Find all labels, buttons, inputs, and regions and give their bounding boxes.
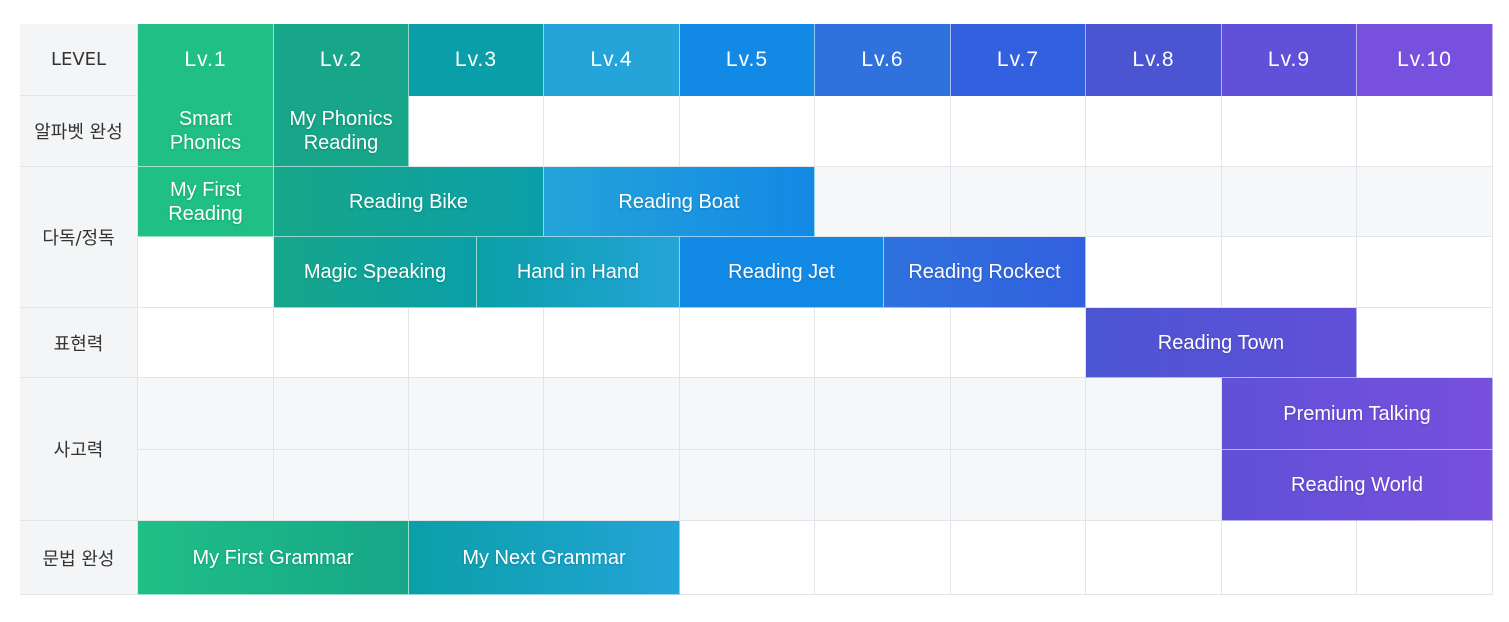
program-hand-in-hand[interactable]: Hand in Hand <box>477 237 680 308</box>
level-header-label: LEVEL <box>20 24 138 96</box>
grid-cell <box>680 96 815 167</box>
program-reading-bike[interactable]: Reading Bike <box>274 167 544 237</box>
grid-cell <box>1086 378 1222 450</box>
grid-cell <box>815 96 951 167</box>
grid-cell <box>1357 521 1493 595</box>
level-header-lv9: Lv.9 <box>1222 24 1357 96</box>
level-header-lv2: Lv.2 <box>274 24 409 96</box>
grid-cell <box>138 237 274 308</box>
grid-cell <box>274 450 409 521</box>
program-reading-world[interactable]: Reading World <box>1222 450 1493 521</box>
grid-cell <box>1222 96 1357 167</box>
grid-cell <box>815 450 951 521</box>
grid-cell <box>680 378 815 450</box>
program-reading-boat[interactable]: Reading Boat <box>544 167 815 237</box>
level-header-lv10: Lv.10 <box>1357 24 1493 96</box>
grid-cell <box>274 378 409 450</box>
row-label-alphabet: 알파벳 완성 <box>20 96 138 167</box>
row-label-expression: 표현력 <box>20 308 138 378</box>
program-reading-jet[interactable]: Reading Jet <box>680 237 884 308</box>
grid-cell <box>138 450 274 521</box>
row-label-reading: 다독/정독 <box>20 167 138 308</box>
grid-cell <box>409 96 544 167</box>
grid-cell <box>409 308 544 378</box>
grid-cell <box>680 308 815 378</box>
grid-cell <box>544 308 680 378</box>
grid-cell <box>1222 167 1357 237</box>
program-premium-talking[interactable]: Premium Talking <box>1222 378 1493 450</box>
grid-cell <box>409 450 544 521</box>
grid-cell <box>274 308 409 378</box>
row-label-thinking: 사고력 <box>20 378 138 521</box>
level-header-lv8: Lv.8 <box>1086 24 1222 96</box>
grid-cell <box>951 378 1086 450</box>
level-header-lv5: Lv.5 <box>680 24 815 96</box>
grid-cell <box>951 521 1086 595</box>
grid-cell <box>815 167 951 237</box>
grid-cell <box>1086 450 1222 521</box>
grid-cell <box>1086 521 1222 595</box>
grid-cell <box>544 450 680 521</box>
row-label-grammar: 문법 완성 <box>20 521 138 595</box>
grid-cell <box>815 378 951 450</box>
grid-cell <box>544 96 680 167</box>
grid-cell <box>544 378 680 450</box>
grid-cell <box>815 308 951 378</box>
program-my-next-grammar[interactable]: My Next Grammar <box>409 521 680 595</box>
program-my-phonics-reading[interactable]: My Phonics Reading <box>274 96 409 167</box>
grid-cell <box>1222 237 1357 308</box>
grid-cell <box>951 96 1086 167</box>
grid-cell <box>1086 167 1222 237</box>
grid-cell <box>409 378 544 450</box>
level-header-lv4: Lv.4 <box>544 24 680 96</box>
level-header-lv3: Lv.3 <box>409 24 544 96</box>
grid-cell <box>1086 237 1222 308</box>
grid-cell <box>951 308 1086 378</box>
grid-cell <box>1357 308 1493 378</box>
program-my-first-grammar[interactable]: My First Grammar <box>138 521 409 595</box>
grid-cell <box>1357 96 1493 167</box>
grid-cell <box>815 521 951 595</box>
level-header-lv1: Lv.1 <box>138 24 274 96</box>
program-smart-phonics[interactable]: Smart Phonics <box>138 96 274 167</box>
grid-cell <box>951 167 1086 237</box>
grid-cell <box>138 308 274 378</box>
level-header-lv6: Lv.6 <box>815 24 951 96</box>
grid-cell <box>1086 96 1222 167</box>
grid-cell <box>1357 167 1493 237</box>
grid-cell <box>680 450 815 521</box>
grid-cell <box>138 378 274 450</box>
program-reading-rockect[interactable]: Reading Rockect <box>884 237 1086 308</box>
program-reading-town[interactable]: Reading Town <box>1086 308 1357 378</box>
grid-cell <box>1222 521 1357 595</box>
level-header-lv7: Lv.7 <box>951 24 1086 96</box>
grid-cell <box>1357 237 1493 308</box>
program-magic-speaking[interactable]: Magic Speaking <box>274 237 477 308</box>
grid-cell <box>951 450 1086 521</box>
program-my-first-reading[interactable]: My First Reading <box>138 167 274 237</box>
grid-cell <box>680 521 815 595</box>
